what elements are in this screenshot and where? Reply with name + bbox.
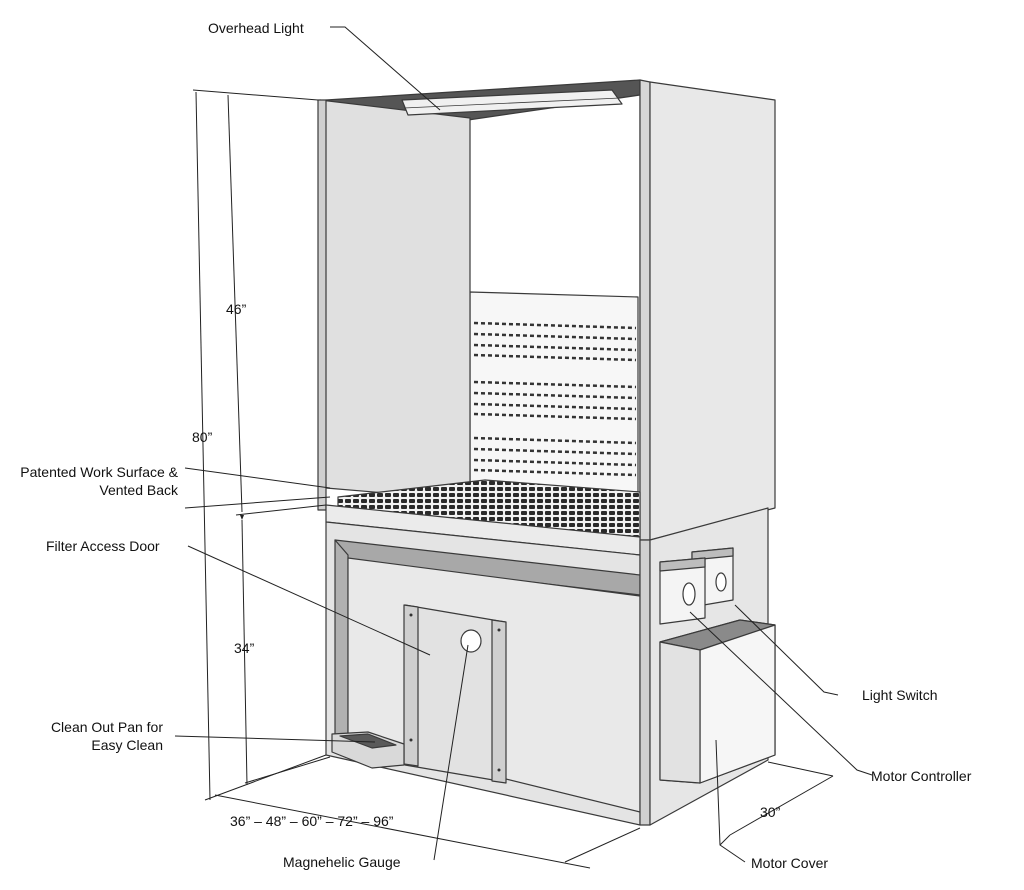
label-work-surface-line1: Patented Work Surface & — [20, 464, 178, 480]
right-lower-side — [639, 539, 651, 826]
right-side-outer-face — [649, 81, 776, 541]
booth — [317, 79, 776, 826]
clean-out-pan-top — [339, 733, 397, 749]
rail-bolt — [497, 628, 501, 632]
lower-left-post — [334, 539, 349, 741]
label-motor-cover: Motor Cover — [751, 855, 828, 871]
light-switch-knob-icon — [715, 572, 727, 592]
label-light-switch: Light Switch — [862, 687, 937, 703]
filter-access-door — [404, 604, 506, 783]
rail-bolt — [409, 613, 413, 617]
label-clean-out-pan-line1: Clean Out Pan for — [51, 719, 163, 735]
door-right-rail — [491, 619, 507, 784]
left-side-wall — [319, 99, 471, 501]
overhead-light-fixture — [401, 89, 623, 116]
label-work-surface-line2: Vented Back — [99, 482, 179, 498]
left-wall-edge — [317, 99, 327, 511]
dim-depth: 30” — [760, 804, 781, 820]
dimension-lines — [192, 89, 834, 869]
leader-lines — [174, 26, 873, 863]
dim-width: 36” – 48” – 60” – 72” – 96” — [230, 813, 394, 829]
motor-controller-knob-icon — [682, 582, 696, 606]
label-motor-controller: Motor Controller — [871, 768, 972, 784]
rail-bolt — [409, 738, 413, 742]
label-clean-out-pan-line2: Easy Clean — [91, 737, 163, 753]
label-overhead-light: Overhead Light — [208, 20, 304, 36]
vent-slots — [473, 321, 637, 477]
door-left-rail — [403, 604, 419, 767]
dim-total-height: 80” — [192, 429, 213, 445]
dim-lower-height: 34” — [234, 640, 255, 656]
label-magnehelic-gauge: Magnehelic Gauge — [283, 854, 401, 870]
right-side-wall — [639, 79, 651, 541]
magnehelic-gauge-icon — [460, 629, 482, 653]
rail-bolt — [497, 768, 501, 772]
dim-upper-height: 46” — [226, 301, 247, 317]
label-filter-access-door: Filter Access Door — [46, 538, 160, 554]
